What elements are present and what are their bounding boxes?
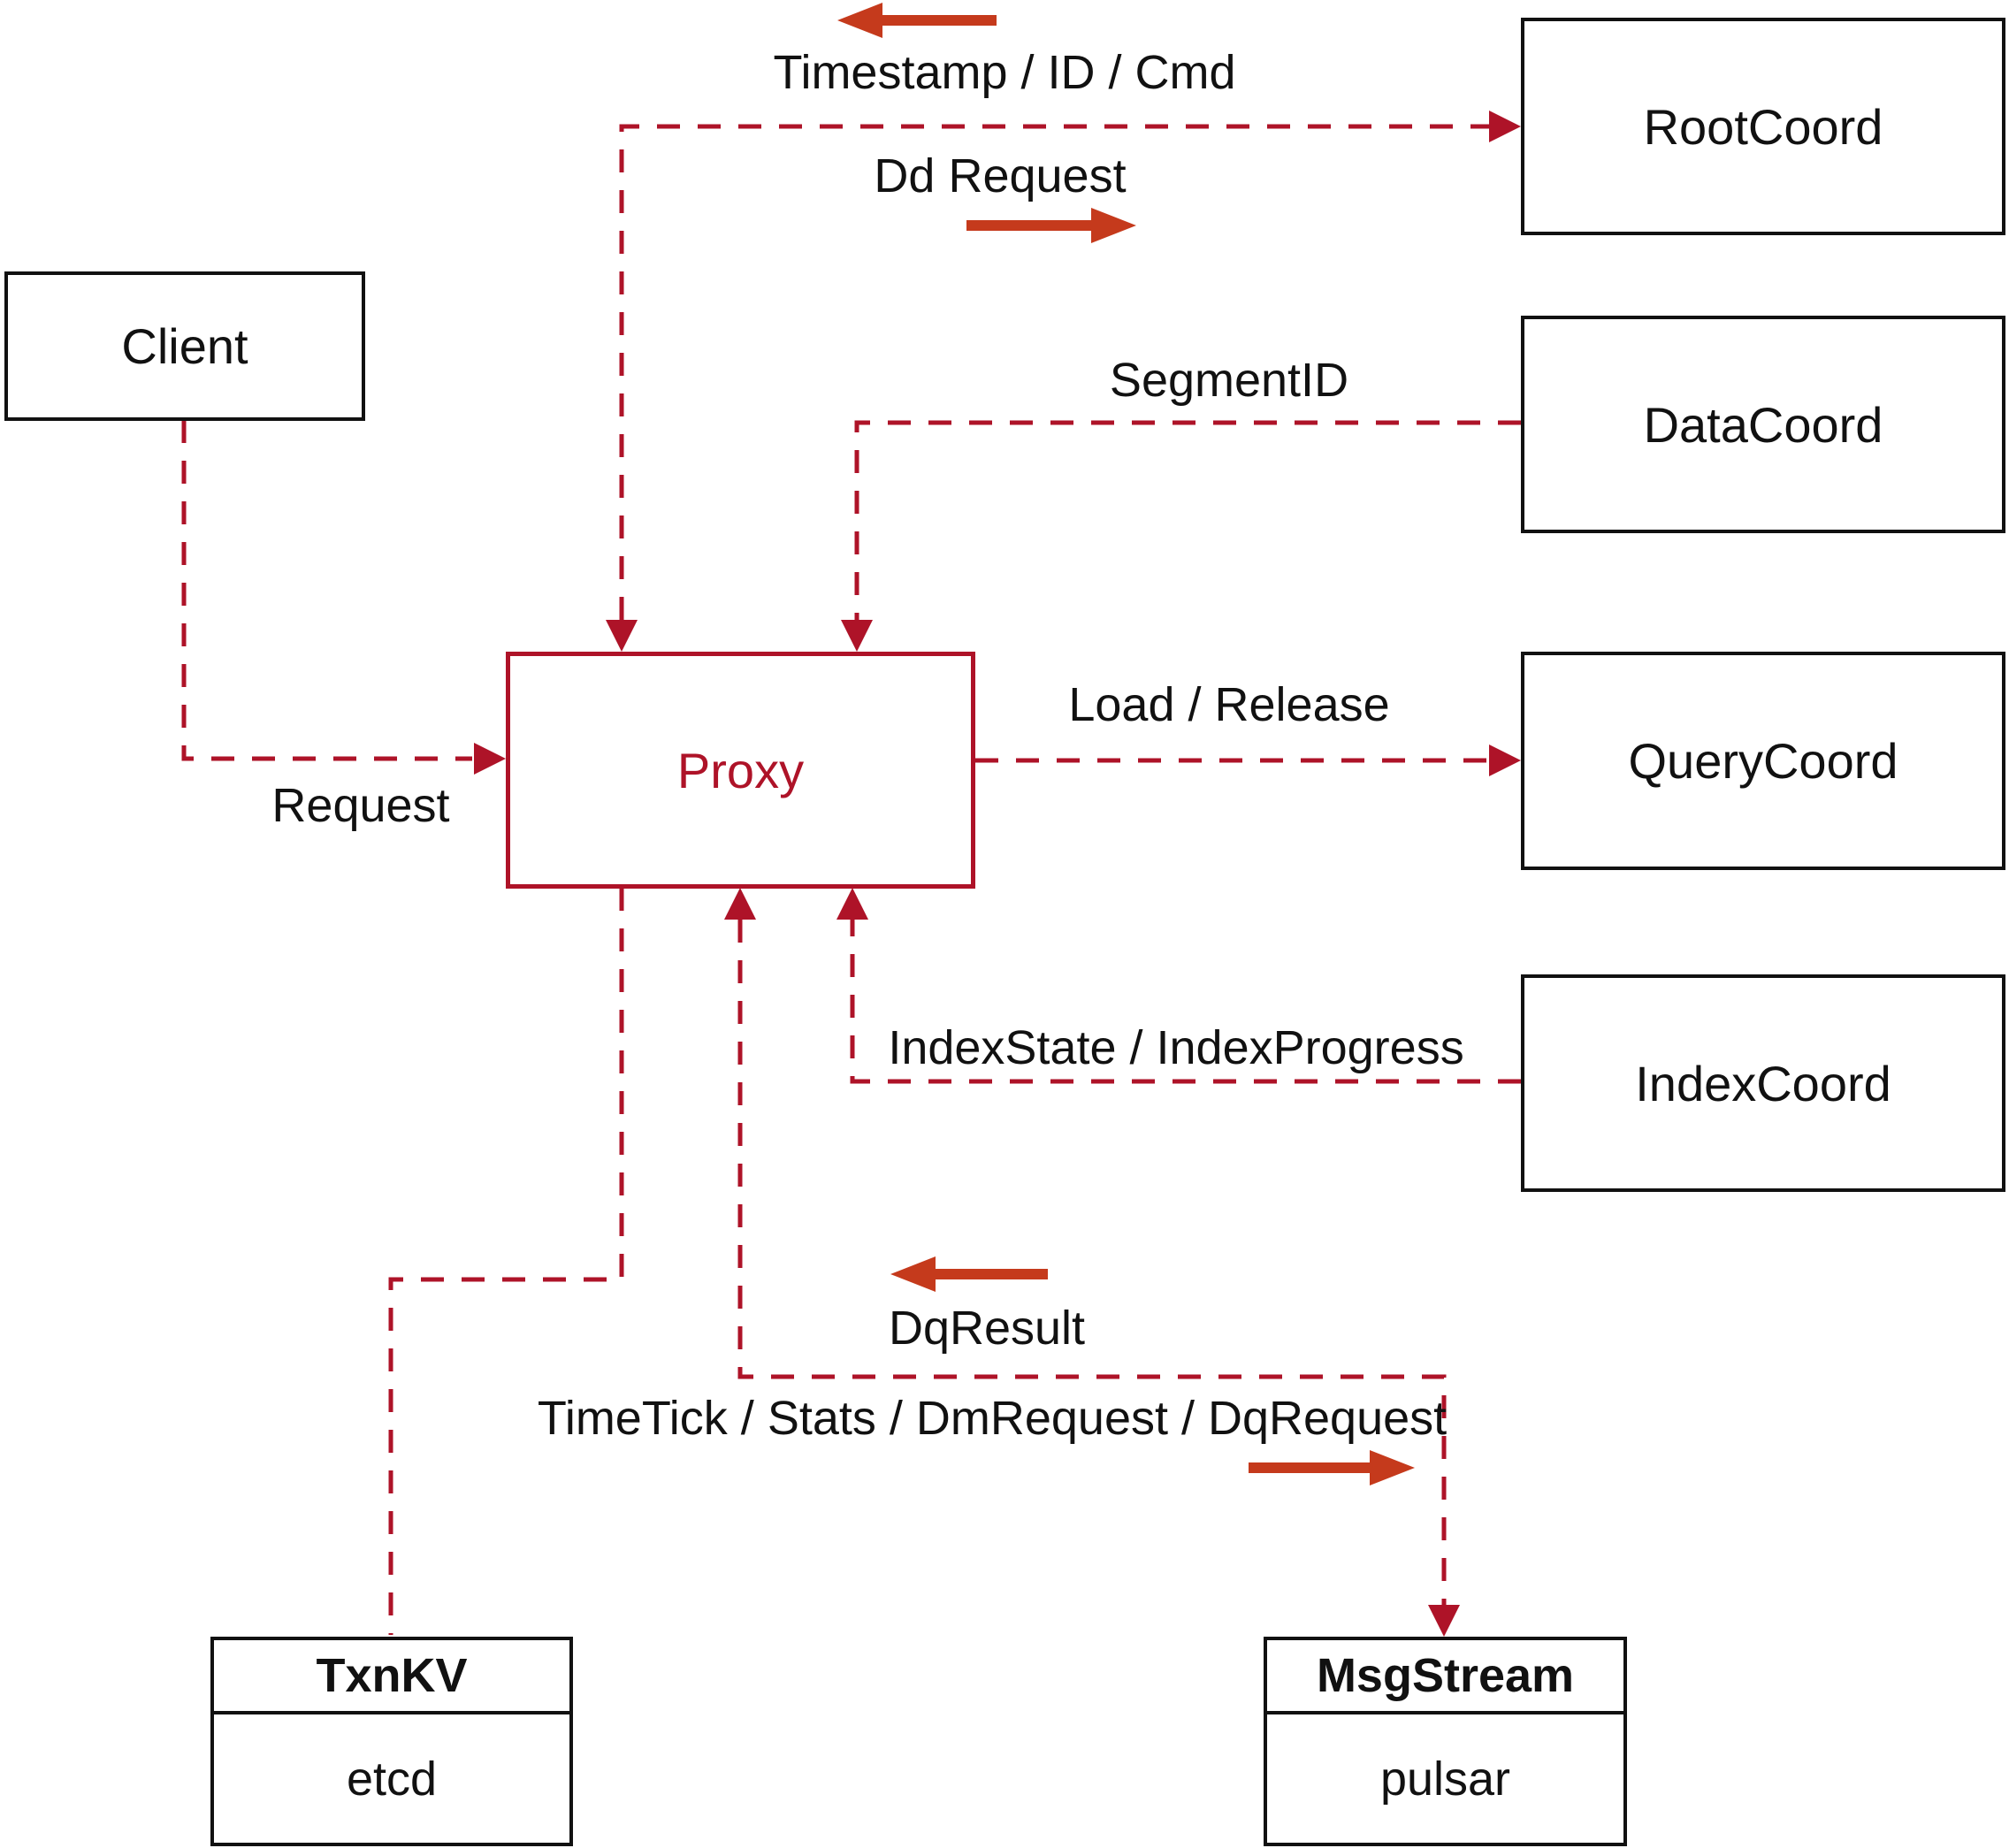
node-txnkv-label: TxnKV xyxy=(316,1649,468,1702)
node-datacoord: DataCoord xyxy=(1521,316,2005,533)
node-rootcoord-label: RootCoord xyxy=(1643,98,1883,155)
node-msgstream-sublabel: pulsar xyxy=(1379,1752,1511,1806)
node-txnkv-subtitle: etcd xyxy=(214,1714,569,1843)
edge-client-proxy xyxy=(181,420,472,761)
arrowhead-into-proxy-bottom-left xyxy=(724,888,756,920)
node-indexcoord-label: IndexCoord xyxy=(1635,1055,1891,1111)
edge-label-load-release: Load / Release xyxy=(1068,678,1390,731)
node-msgstream-title: MsgStream xyxy=(1267,1640,1623,1714)
edge-label-indexstate: IndexState / IndexProgress xyxy=(888,1021,1464,1074)
node-txnkv: TxnKV etcd xyxy=(210,1637,573,1846)
arrowhead-into-proxy-top-left xyxy=(606,620,638,652)
node-client-label: Client xyxy=(121,318,248,374)
edge-label-dqresult: DqResult xyxy=(888,1302,1086,1355)
edge-indexcoord-proxy xyxy=(850,920,1521,1084)
arrowhead-into-proxy-left xyxy=(474,743,506,775)
edge-label-request: Request xyxy=(271,779,450,832)
arrowhead-into-proxy-bottom-right xyxy=(836,888,868,920)
node-datacoord-label: DataCoord xyxy=(1643,396,1883,453)
edge-proxy-rootcoord xyxy=(619,124,1489,620)
node-indexcoord: IndexCoord xyxy=(1521,974,2005,1192)
node-msgstream: MsgStream pulsar xyxy=(1264,1637,1627,1846)
node-txnkv-sublabel: etcd xyxy=(346,1752,438,1806)
node-msgstream-subtitle: pulsar xyxy=(1267,1714,1623,1843)
arrowhead-into-rootcoord xyxy=(1489,111,1521,142)
edge-label-segmentid: SegmentID xyxy=(1109,354,1349,407)
arrowhead-into-querycoord xyxy=(1489,745,1521,776)
node-querycoord: QueryCoord xyxy=(1521,652,2005,870)
left-arrow-icon xyxy=(890,1256,1048,1292)
left-arrow-icon xyxy=(837,3,997,38)
edge-label-timetick: TimeTick / Stats / DmRequest / DqRequest xyxy=(537,1392,1448,1445)
edge-proxy-msgstream xyxy=(737,920,1447,1605)
edge-label-timestamp-id-cmd: Timestamp / ID / Cmd xyxy=(773,46,1236,99)
node-querycoord-label: QueryCoord xyxy=(1628,733,1898,789)
node-proxy-label: Proxy xyxy=(676,742,805,798)
node-rootcoord: RootCoord xyxy=(1521,18,2005,235)
right-arrow-icon xyxy=(966,208,1136,243)
arrowhead-into-proxy-top-right xyxy=(841,620,873,652)
node-proxy: Proxy xyxy=(506,652,975,889)
arrowhead-into-msgstream xyxy=(1428,1605,1460,1637)
node-txnkv-title: TxnKV xyxy=(214,1640,569,1714)
edge-proxy-txnkv xyxy=(388,888,624,1635)
node-client: Client xyxy=(4,271,365,421)
right-arrow-icon xyxy=(1249,1450,1415,1485)
node-msgstream-label: MsgStream xyxy=(1316,1649,1575,1702)
edge-datacoord-proxy xyxy=(854,420,1521,620)
edge-label-dd-request: Dd Request xyxy=(874,149,1127,202)
